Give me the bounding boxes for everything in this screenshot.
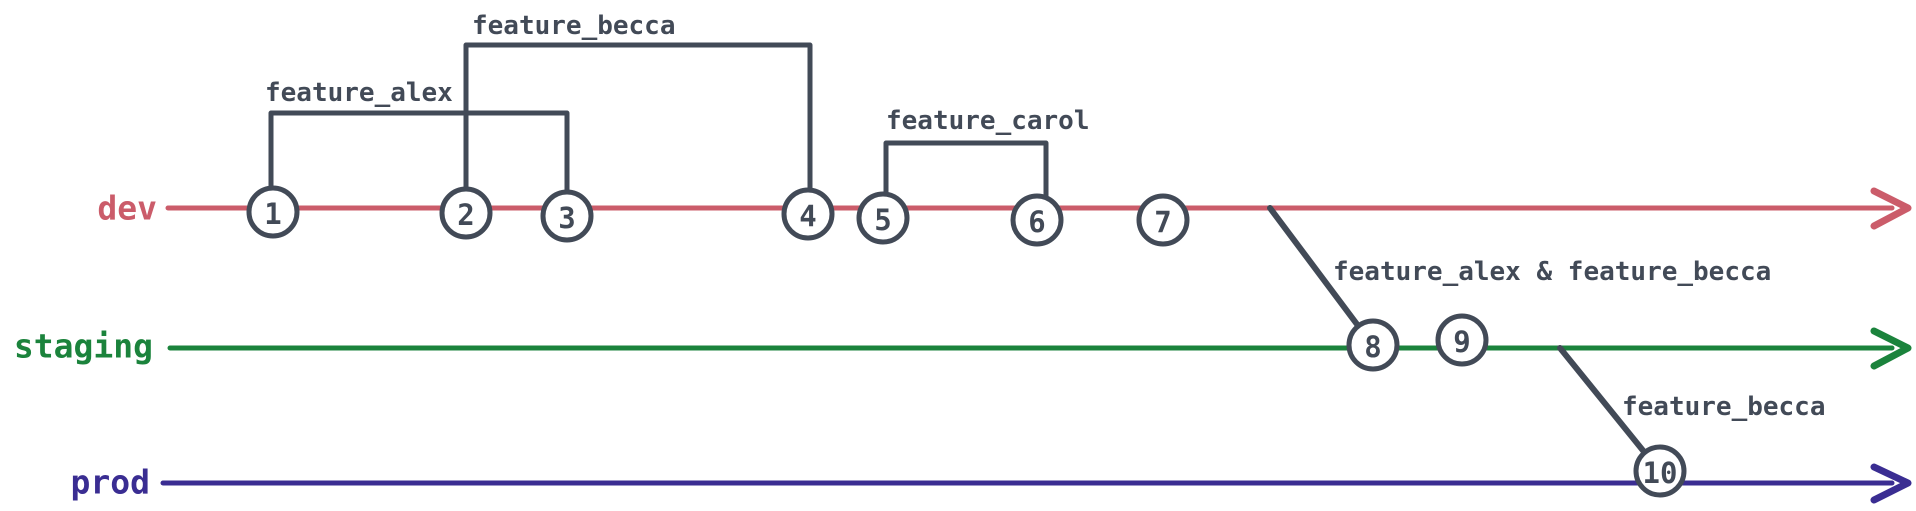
commit-number-7: 7 [1154, 205, 1171, 239]
merge-staging-label: feature_alex & feature_becca [1333, 257, 1771, 287]
commit-number-4: 4 [799, 199, 816, 233]
feature-carol-bracket [883, 140, 1049, 207]
commit-node-5: 5 [856, 191, 910, 245]
commit-number-6: 6 [1028, 205, 1045, 239]
commit-node-7: 7 [1136, 193, 1190, 247]
commit-number-10: 10 [1643, 456, 1678, 490]
commit-node-8: 8 [1346, 318, 1400, 372]
commit-number-8: 8 [1364, 330, 1381, 364]
prod-arrowhead-icon [1870, 463, 1912, 504]
staging-arrowhead-icon [1870, 327, 1912, 370]
feature-carol-label: feature_carol [886, 106, 1090, 136]
commit-node-10: 10 [1633, 444, 1687, 498]
commit-circle-4 [781, 187, 835, 241]
feature-alex-bracket [268, 110, 570, 203]
commit-circle-5 [856, 191, 910, 245]
staging-branch-label: staging [14, 327, 153, 366]
feature-becca-label: feature_becca [472, 11, 676, 41]
prod-branch-label: prod [71, 463, 150, 502]
dev-branch-label: dev [97, 189, 157, 228]
commit-node-1: 1 [246, 185, 300, 239]
commit-circle-1 [246, 185, 300, 239]
commit-number-2: 2 [457, 198, 474, 232]
merge-staging-to-prod-line [1557, 345, 1661, 472]
commit-circle-8 [1346, 318, 1400, 372]
commit-circle-6 [1010, 193, 1064, 247]
commit-number-1: 1 [264, 197, 281, 231]
merge-dev-to-staging-line [1267, 205, 1374, 346]
commit-number-3: 3 [558, 201, 575, 235]
commit-node-3: 3 [540, 189, 594, 243]
commit-node-4: 4 [781, 187, 835, 241]
dev-arrowhead-icon [1870, 187, 1912, 230]
commit-number-9: 9 [1453, 325, 1470, 359]
feature-alex-label: feature_alex [265, 78, 453, 108]
commit-number-5: 5 [874, 203, 891, 237]
commit-node-6: 6 [1010, 193, 1064, 247]
commit-circle-10 [1633, 444, 1687, 498]
commit-circle-9 [1435, 313, 1489, 367]
commit-node-9: 9 [1435, 313, 1489, 367]
commit-circle-3 [540, 189, 594, 243]
commit-circle-2 [439, 186, 493, 240]
merge-prod-label: feature_becca [1622, 392, 1826, 422]
commit-node-2: 2 [439, 186, 493, 240]
commit-circle-7 [1136, 193, 1190, 247]
feature-becca-bracket [463, 42, 813, 201]
